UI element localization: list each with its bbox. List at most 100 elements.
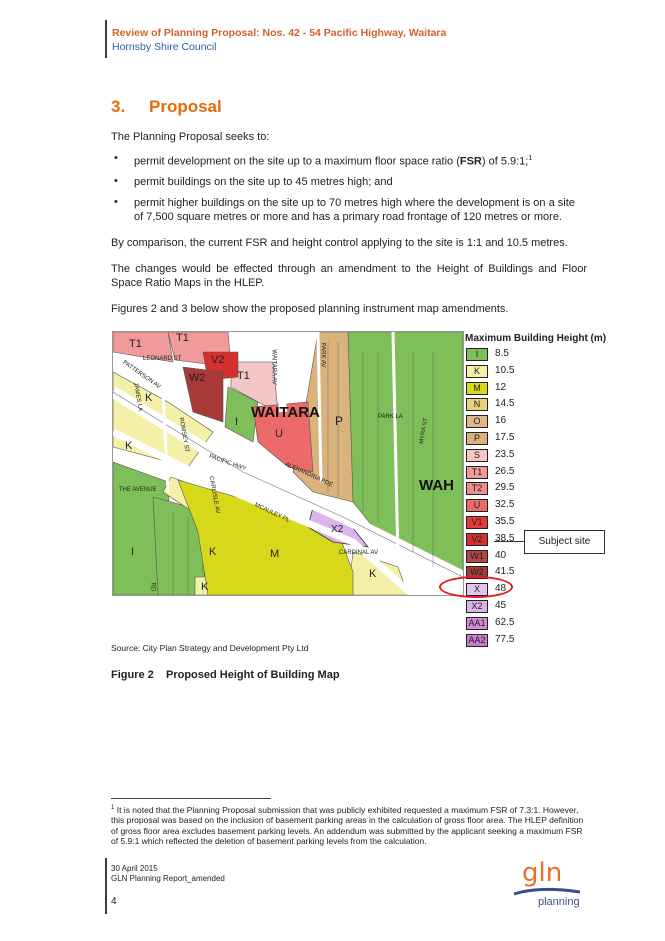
- height-of-building-map: T1 T1 V2 W2 T1 K I U P K I K M K X2 K WA…: [112, 331, 464, 596]
- intro-text: The Planning Proposal seeks to:: [111, 131, 270, 143]
- legend-value: 8.5: [495, 348, 509, 359]
- figure-title: Proposed Height of Building Map: [166, 669, 340, 681]
- legend-swatch: T1: [466, 465, 488, 479]
- map-zone-label: V2: [211, 354, 225, 366]
- document-subtitle: Hornsby Shire Council: [112, 41, 217, 53]
- map-street-label: RD: [149, 582, 156, 592]
- legend-value: 29.5: [495, 482, 515, 494]
- footnote-text: It is noted that the Planning Proposal s…: [111, 804, 584, 847]
- map-zone-label: T1: [176, 332, 189, 344]
- map-zone-label: K: [209, 546, 217, 558]
- section-number: 3.: [111, 97, 126, 116]
- gln-logo: gln planning: [510, 858, 590, 914]
- figure-caption: Figure 2 Proposed Height of Building Map: [111, 669, 340, 681]
- document-title: Review of Planning Proposal: Nos. 42 - 5…: [112, 27, 447, 39]
- paragraph-2: The changes would be effected through an…: [111, 263, 587, 289]
- header-rule: [105, 20, 107, 58]
- map-street-label: THE AVENUE: [119, 487, 157, 493]
- bullet-item-1: permit development on the site up to a m…: [134, 152, 586, 169]
- legend-swatch: N: [466, 398, 488, 412]
- legend-value: 10.5: [495, 364, 515, 376]
- page-number: 4: [111, 896, 117, 907]
- map-street-label: LEONARD ST: [143, 356, 182, 362]
- subject-site-highlight: [439, 576, 513, 598]
- legend-value: 40: [495, 549, 507, 561]
- logo-swoosh: [513, 887, 581, 896]
- legend-value: 14.5: [495, 398, 515, 410]
- legend-value: 62.5: [495, 616, 515, 628]
- bullet-item-3: permit higher buildings on the site up t…: [134, 197, 575, 223]
- legend-value: 26.5: [495, 465, 515, 477]
- legend-swatch: AA1: [466, 616, 488, 630]
- paragraph-3: Figures 2 and 3 below show the proposed …: [111, 303, 509, 315]
- legend-value: 77.5: [495, 633, 515, 645]
- footnote: 1 It is noted that the Planning Proposal…: [111, 803, 589, 847]
- legend-swatch: M: [466, 381, 488, 395]
- map-zone-label: I: [131, 546, 135, 558]
- map-street-label: CARDINAL AV: [339, 550, 379, 556]
- footer-rule: [105, 858, 107, 914]
- legend-value: 32.5: [495, 499, 515, 511]
- legend-swatch: V2: [466, 532, 488, 546]
- legend-value: 17.5: [495, 432, 515, 443]
- legend-swatch: W1: [466, 549, 488, 563]
- footer-report: GLN Planning Report_amended: [111, 874, 225, 883]
- legend-value: 38.5: [495, 532, 515, 544]
- map-suburb-label: WAITARA: [251, 404, 320, 421]
- map-zone-label: K: [145, 392, 153, 404]
- legend-swatch: I: [466, 348, 488, 361]
- map-zone-label: K: [201, 581, 209, 593]
- map-zone-label: T1: [237, 370, 250, 382]
- map-zone-label: I: [235, 416, 239, 428]
- map-street-label: PARK AV: [319, 342, 326, 368]
- map-zone-label: U: [275, 428, 283, 440]
- map-zone-label: M: [270, 548, 280, 560]
- map-street-label: PARK LA: [378, 414, 403, 420]
- section-heading: 3. Proposal: [111, 97, 222, 117]
- footnote-ref: 1: [528, 155, 533, 162]
- legend-value: 12: [495, 381, 507, 393]
- legend-swatch: S: [466, 448, 488, 462]
- legend-swatch: T2: [466, 482, 488, 496]
- figure-source: Source: City Plan Strategy and Developme…: [111, 643, 309, 653]
- legend-swatch: X2: [466, 600, 488, 613]
- bullet-marker: •: [114, 152, 118, 164]
- figure-label: Figure 2: [111, 669, 154, 681]
- bullet-1-text-a: permit development on the site up to a m…: [134, 155, 460, 168]
- footer-date: 30 April 2015: [111, 864, 158, 873]
- legend-swatch: V1: [466, 516, 488, 529]
- legend-swatch: AA2: [466, 633, 488, 647]
- legend-value: 16: [495, 415, 507, 427]
- logo-text-gln: gln: [522, 858, 563, 888]
- legend-swatch: U: [466, 499, 488, 513]
- section-title: Proposal: [149, 97, 222, 116]
- map-suburb-label: WAH: [419, 477, 454, 494]
- map-graphic: [113, 332, 463, 595]
- legend-value: 45: [495, 600, 507, 611]
- legend-swatch: O: [466, 415, 488, 429]
- map-zone-label: W2: [189, 372, 206, 384]
- legend-swatch: P: [466, 432, 488, 445]
- legend-title: Maximum Building Height (m): [465, 333, 607, 344]
- callout-leader-line: [494, 541, 524, 542]
- bullet-item-2: permit buildings on the site up to 45 me…: [134, 176, 393, 188]
- legend-value: 41.5: [495, 566, 515, 578]
- bullet-1-text-b: ) of 5.9:1;: [481, 155, 529, 168]
- legend-swatch: K: [466, 364, 488, 378]
- subject-site-callout: Subject site: [524, 530, 605, 554]
- paragraph-1: By comparison, the current FSR and heigh…: [111, 237, 568, 249]
- bullet-1-bold: FSR: [459, 155, 482, 168]
- footnote-mark: 1: [111, 805, 115, 811]
- bullet-marker: •: [114, 175, 118, 187]
- map-zone-label: K: [369, 568, 377, 580]
- logo-text-planning: planning: [538, 896, 580, 908]
- bullet-marker: •: [114, 196, 118, 208]
- map-street-label: WAITARA AV: [270, 349, 277, 385]
- map-zone-label: P: [335, 414, 344, 428]
- legend-value: 23.5: [495, 448, 515, 460]
- legend-value: 35.5: [495, 516, 515, 527]
- map-zone-label: T1: [129, 338, 142, 350]
- map-zone-label: K: [125, 440, 133, 452]
- map-zone-label: X2: [331, 524, 344, 535]
